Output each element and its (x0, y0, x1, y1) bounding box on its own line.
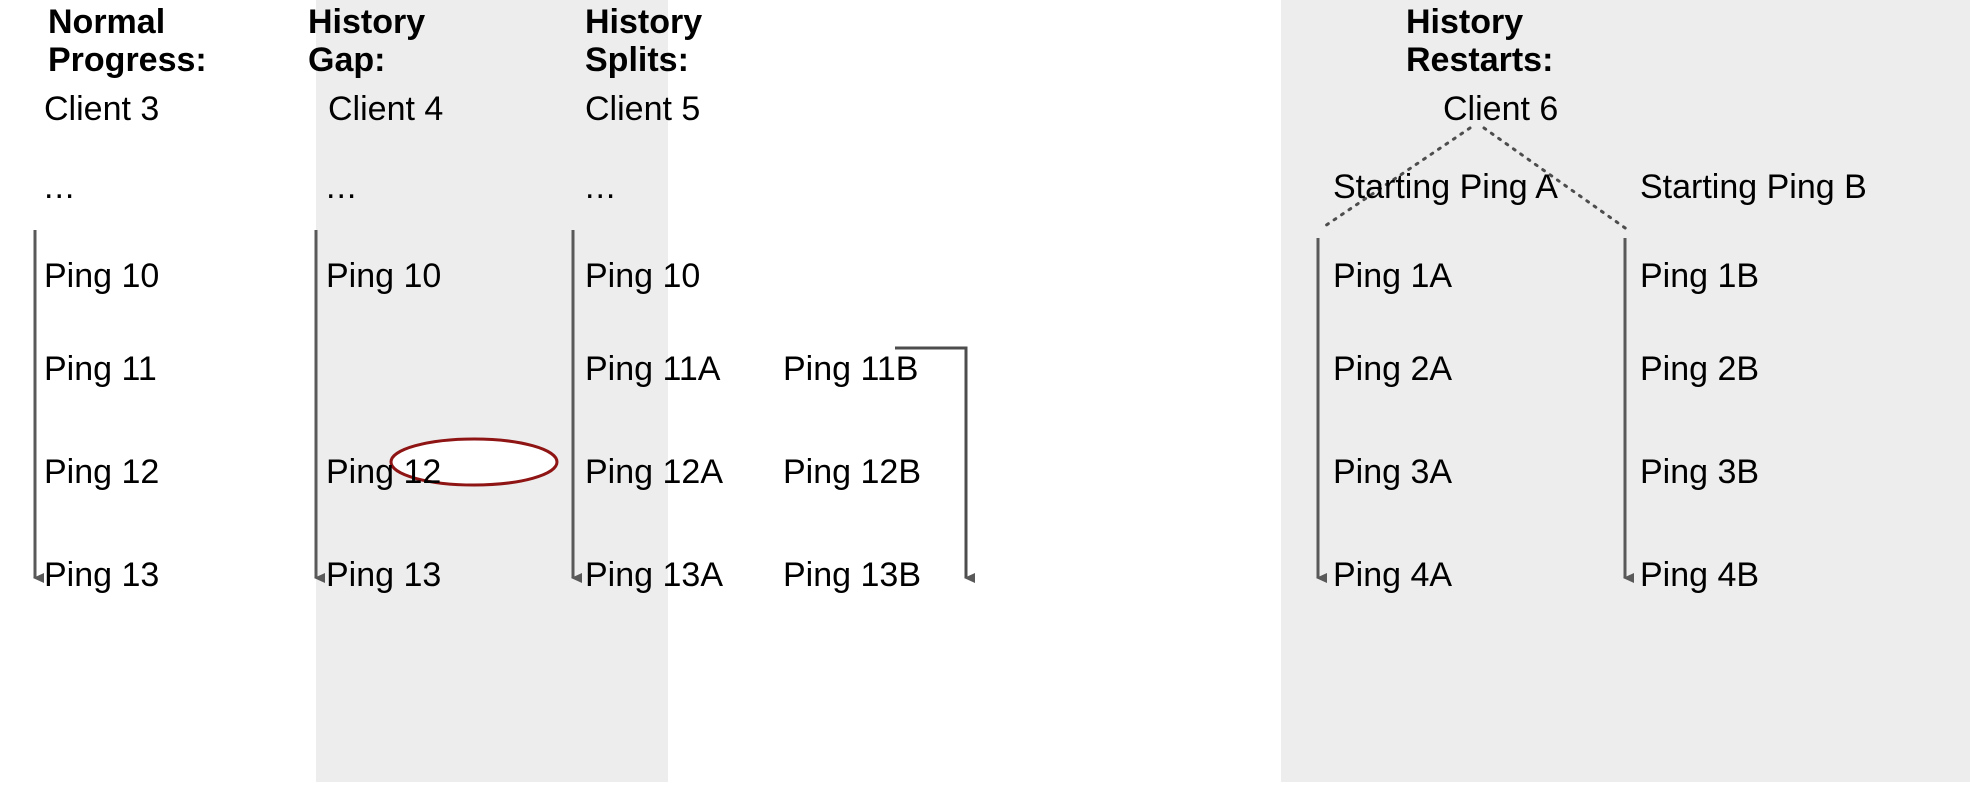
node-splits-a-0: Ping 10 (585, 257, 701, 295)
ellipsis-splits: ... (585, 168, 617, 206)
heading-history-gap-line2: Gap: (308, 41, 386, 79)
node-restart-b-0: Ping 1B (1640, 257, 1760, 295)
client-label-5: Client 5 (585, 90, 701, 128)
heading-normal-progress-line1: Normal (48, 3, 166, 41)
node-restart-a-0: Ping 1A (1333, 257, 1453, 295)
node-restart-a-2: Ping 3A (1333, 453, 1453, 491)
band-history-gap (316, 0, 668, 782)
node-splits-a-1: Ping 11A (585, 350, 721, 388)
node-splits-b-3: Ping 13B (783, 556, 921, 594)
node-normal-2: Ping 12 (44, 453, 160, 491)
node-normal-0: Ping 10 (44, 257, 160, 295)
node-restart-a-1: Ping 2A (1333, 350, 1453, 388)
client-label-4: Client 4 (328, 90, 444, 128)
node-restart-a-3: Ping 4A (1333, 556, 1453, 594)
node-restart-b-1: Ping 2B (1640, 350, 1760, 388)
starting-ping-b-label: Starting Ping B (1640, 168, 1867, 206)
ellipsis-gap: ... (326, 168, 358, 206)
heading-history-restarts-line1: History (1406, 3, 1524, 41)
node-splits-a-3: Ping 13A (585, 556, 723, 594)
heading-history-gap-line1: History (308, 3, 426, 41)
node-gap-0: Ping 10 (326, 257, 442, 295)
node-normal-1: Ping 11 (44, 350, 157, 388)
heading-history-restarts-line2: Restarts: (1406, 41, 1554, 79)
client-label-3: Client 3 (44, 90, 160, 128)
node-restart-b-2: Ping 3B (1640, 453, 1760, 491)
client-label-6: Client 6 (1443, 90, 1559, 128)
node-splits-b-2: Ping 12B (783, 453, 921, 491)
node-normal-3: Ping 13 (44, 556, 160, 594)
ellipsis-normal: ... (44, 168, 76, 206)
node-restart-b-3: Ping 4B (1640, 556, 1760, 594)
node-gap-2: Ping 12 (326, 453, 442, 491)
node-splits-a-2: Ping 12A (585, 453, 723, 491)
band-history-restarts (1281, 0, 1970, 782)
heading-history-splits-line1: History (585, 3, 703, 41)
heading-history-splits-line2: Splits: (585, 41, 689, 79)
node-splits-b-1: Ping 11B (783, 350, 919, 388)
heading-normal-progress-line2: Progress: (48, 41, 207, 79)
starting-ping-a-label: Starting Ping A (1333, 168, 1558, 206)
node-gap-3: Ping 13 (326, 556, 442, 594)
